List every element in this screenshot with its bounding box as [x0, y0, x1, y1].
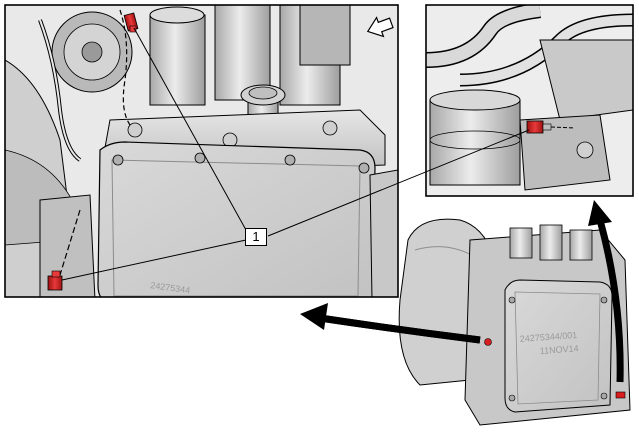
callout-label-1: 1: [245, 228, 267, 246]
connector-right-highlight: [526, 120, 552, 134]
overview-transmission: 24275344/001 11NOV14: [398, 218, 631, 426]
detail-view-right: [425, 4, 634, 197]
overview-connector-left: [484, 338, 492, 346]
overview-casting-stamp-line2: 11NOV14: [539, 343, 578, 356]
overview-casting-stamp-line1: 24275344/001: [519, 330, 577, 344]
overview-connector-right: [615, 391, 626, 399]
detail-view-left: 24275344: [4, 4, 399, 298]
callout-leader-lines: [61, 27, 530, 281]
detail-view-left-border: [4, 4, 399, 298]
view-direction-arrow-icon: [366, 16, 394, 38]
detail-view-right-border: [425, 4, 634, 197]
orientation-arrow-right: [588, 200, 624, 383]
connector-lower-highlight: [47, 270, 63, 291]
orientation-arrow-left: [300, 303, 481, 344]
connector-upper-highlight: [123, 12, 139, 33]
